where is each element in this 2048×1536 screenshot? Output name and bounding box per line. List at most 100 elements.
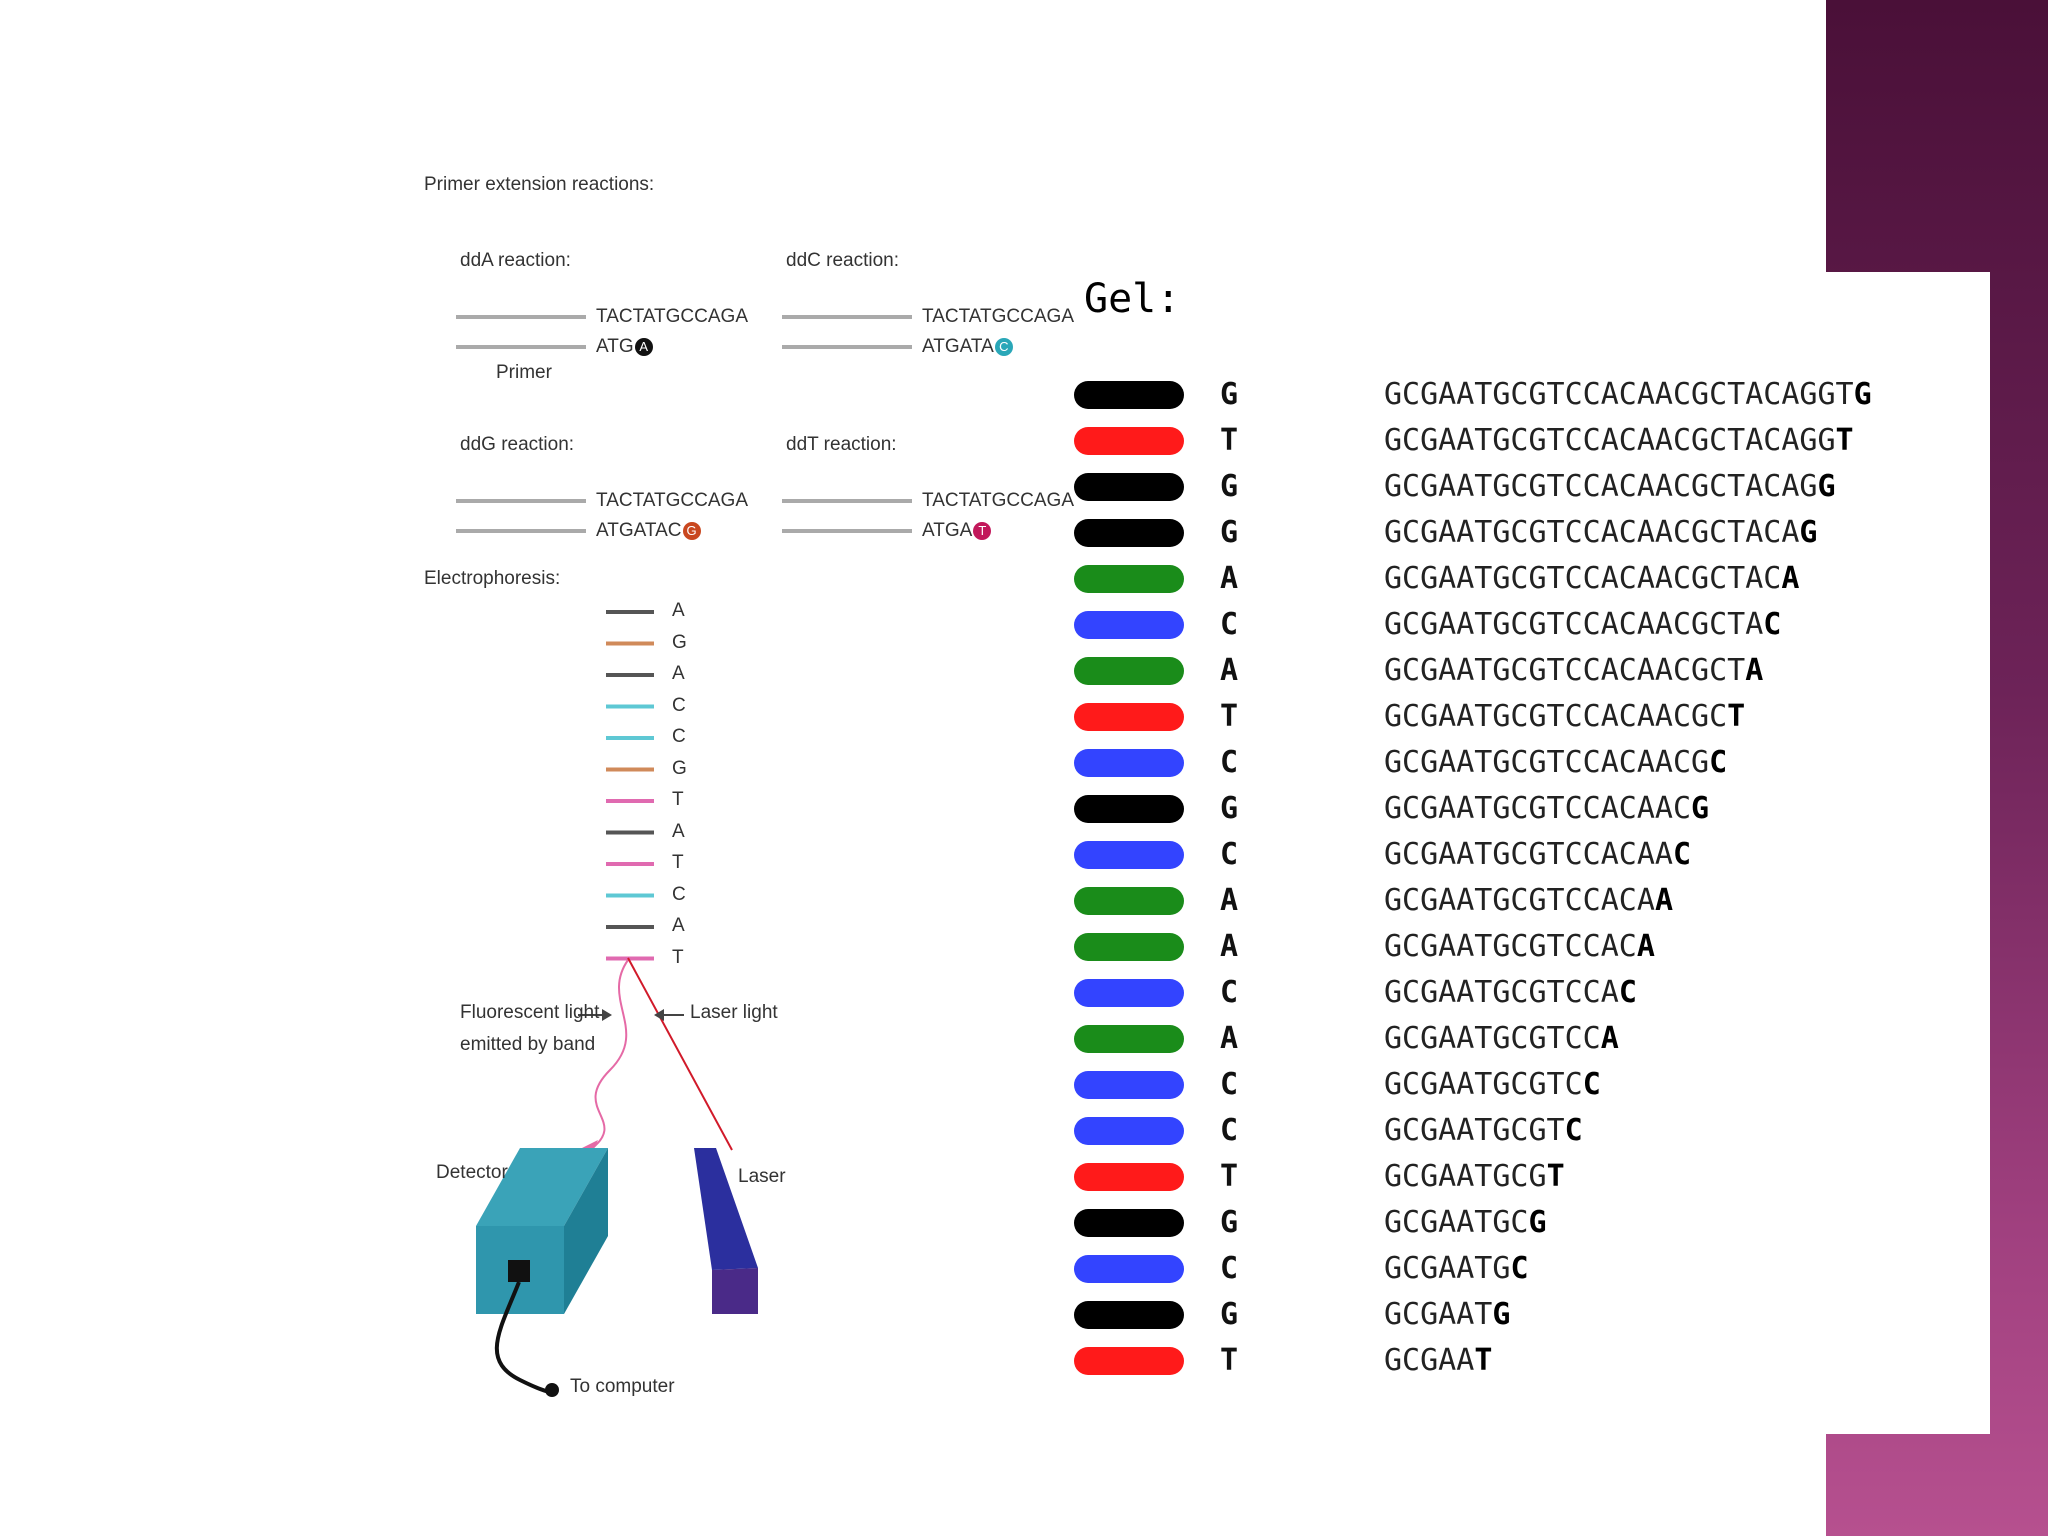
ladder-base-label: A bbox=[672, 820, 685, 842]
gel-sequence: GCGAATG bbox=[1384, 1297, 1511, 1332]
ladder-base-label: T bbox=[672, 852, 684, 873]
figure-graphics bbox=[456, 315, 912, 1397]
detector-icon bbox=[476, 1148, 608, 1397]
gel-base-letter: G bbox=[1220, 1205, 1239, 1240]
gel-band bbox=[1074, 1117, 1184, 1145]
gel-band bbox=[1074, 1025, 1184, 1053]
gel-base-letter: T bbox=[1220, 1343, 1239, 1378]
gel-base-letter: G bbox=[1220, 1297, 1239, 1332]
gel-sequence: GCGAATGCGT bbox=[1384, 1159, 1565, 1194]
gel-row: C GCGAATGCGTCCACAAC bbox=[1074, 838, 1994, 872]
gel-base-letter: C bbox=[1220, 1113, 1239, 1148]
ladder-base-label: A bbox=[672, 915, 685, 936]
gel-sequence: GCGAATGCGTCCACAACGC bbox=[1384, 745, 1728, 780]
laser-icon bbox=[694, 1148, 758, 1314]
gel-row: T GCGAAT bbox=[1074, 1344, 1994, 1378]
gel-row: T GCGAATGCGTCCACAACGCTACAGGT bbox=[1074, 424, 1994, 458]
electrophoresis-heading: Electrophoresis: bbox=[424, 568, 561, 589]
gel-base-letter: T bbox=[1220, 699, 1239, 734]
fluorescent-light-label: Fluorescent light bbox=[460, 1002, 600, 1023]
dideoxy-terminator-dot: G bbox=[682, 521, 701, 540]
ladder-base-label: C bbox=[672, 883, 686, 905]
gel-row: G GCGAATGCGTCCACAACG bbox=[1074, 792, 1994, 826]
ladder-base-label: C bbox=[672, 726, 686, 747]
gel-sequence: GCGAATGCGTCCACAACGCTACAGG bbox=[1384, 469, 1836, 504]
primer-label: Primer bbox=[496, 362, 552, 383]
gel-sequence: GCGAATGCGTCCACAACGCTA bbox=[1384, 653, 1764, 688]
gel-band bbox=[1074, 381, 1184, 409]
to-computer-label: To computer bbox=[570, 1376, 675, 1397]
primer-extension-heading: Primer extension reactions: bbox=[424, 174, 655, 195]
gel-base-letter: C bbox=[1220, 607, 1239, 642]
gel-base-letter: C bbox=[1220, 1067, 1239, 1102]
gel-title: Gel: bbox=[1084, 276, 1181, 322]
gel-sequence: GCGAATGCGTCCAC bbox=[1384, 975, 1637, 1010]
gel-row: G GCGAATGCGTCCACAACGCTACAG bbox=[1074, 516, 1994, 550]
ladder-base-label: G bbox=[672, 631, 687, 653]
gel-sequence: GCGAATGCGTCCACAACGCT bbox=[1384, 699, 1746, 734]
gel-row: G GCGAATGCG bbox=[1074, 1206, 1994, 1240]
gel-sequence: GCGAATGCGTCCACAACGCTACAGGT bbox=[1384, 423, 1854, 458]
template-strand-text: TACTATGCCAGA bbox=[596, 306, 748, 327]
ladder-base-label: T bbox=[672, 946, 684, 968]
gel-base-letter: G bbox=[1220, 791, 1239, 826]
gel-band bbox=[1074, 473, 1184, 501]
gel-band bbox=[1074, 1209, 1184, 1237]
gel-base-letter: C bbox=[1220, 745, 1239, 780]
gel-base-letter: G bbox=[1220, 469, 1239, 504]
gel-sequence: GCGAAT bbox=[1384, 1343, 1493, 1378]
gel-sequence: GCGAATGC bbox=[1384, 1251, 1529, 1286]
gel-row: A GCGAATGCGTCCACA bbox=[1074, 930, 1994, 964]
gel-base-letter: C bbox=[1220, 837, 1239, 872]
ladder-base-label: A bbox=[672, 600, 685, 621]
template-strand-text: TACTATGCCAGA bbox=[922, 306, 1074, 327]
gel-sequence: GCGAATGCGTCCACAACGCTACAG bbox=[1384, 515, 1818, 550]
gel-sequence: GCGAATGCGTCCACAAC bbox=[1384, 837, 1692, 872]
gel-base-letter: G bbox=[1220, 515, 1239, 550]
gel-band bbox=[1074, 1301, 1184, 1329]
gel-base-letter: T bbox=[1220, 423, 1239, 458]
gel-sequence: GCGAATGCG bbox=[1384, 1205, 1547, 1240]
gel-base-letter: A bbox=[1220, 1021, 1239, 1056]
template-strand-text: TACTATGCCAGA bbox=[922, 490, 1074, 511]
gel-band bbox=[1074, 565, 1184, 593]
gel-row: G GCGAATG bbox=[1074, 1298, 1994, 1332]
reaction-label-g: ddG reaction: bbox=[460, 434, 575, 455]
gel-band bbox=[1074, 795, 1184, 823]
detector-label: Detector bbox=[436, 1162, 508, 1183]
gel-sequence: GCGAATGCGTCCACAACG bbox=[1384, 791, 1710, 826]
template-strand-text: TACTATGCCAGA bbox=[596, 490, 748, 511]
gel-band bbox=[1074, 519, 1184, 547]
gel-band bbox=[1074, 749, 1184, 777]
gel-base-letter: A bbox=[1220, 929, 1239, 964]
sanger-method-figure: Primer extension reactions: ddA reaction… bbox=[424, 174, 1074, 1397]
gel-base-letter: A bbox=[1220, 883, 1239, 918]
gel-sequence: GCGAATGCGTCCACA bbox=[1384, 929, 1655, 964]
gel-band bbox=[1074, 427, 1184, 455]
gel-row: G GCGAATGCGTCCACAACGCTACAGG bbox=[1074, 470, 1994, 504]
dideoxy-terminator-dot: A bbox=[634, 337, 653, 356]
gel-base-letter: C bbox=[1220, 975, 1239, 1010]
gel-row: C GCGAATGCGTCCAC bbox=[1074, 976, 1994, 1010]
gel-sequence: GCGAATGCGTCCACAACGCTACA bbox=[1384, 561, 1800, 596]
reaction-label-c: ddC reaction: bbox=[786, 250, 900, 271]
gel-band bbox=[1074, 1255, 1184, 1283]
gel-band bbox=[1074, 611, 1184, 639]
ladder-base-label: T bbox=[672, 789, 684, 810]
gel-band bbox=[1074, 703, 1184, 731]
gel-band bbox=[1074, 1163, 1184, 1191]
reaction-label-a: ddA reaction: bbox=[460, 250, 571, 271]
gel-base-letter: G bbox=[1220, 377, 1239, 412]
gel-band bbox=[1074, 657, 1184, 685]
